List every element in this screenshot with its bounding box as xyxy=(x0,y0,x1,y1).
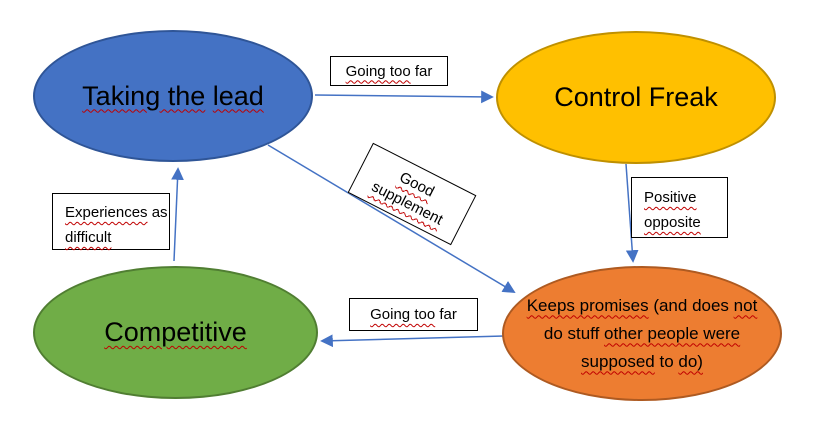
label-experiences-as-difficult-text: Experiences as difficult xyxy=(65,204,168,246)
arrow-competitive-to-taking-the-lead xyxy=(171,167,184,262)
arrow-taking-the-lead-to-keeps-promises xyxy=(267,144,516,293)
label-going-too-far-bottom: Going too far xyxy=(349,298,478,331)
label-positive-opposite-text: Positive opposite xyxy=(644,189,701,231)
node-keeps-promises-label: Keeps promises (and does not do stuff ot… xyxy=(526,295,758,371)
node-taking-the-lead-label: Taking the lead xyxy=(82,80,264,111)
node-taking-the-lead: Taking the lead xyxy=(33,30,313,162)
label-going-too-far-top-text: Going too far xyxy=(345,62,433,80)
node-control-freak: Control Freak xyxy=(496,31,776,164)
node-keeps-promises: Keeps promises (and does not do stuff ot… xyxy=(502,266,782,401)
node-control-freak-label: Control Freak xyxy=(554,82,718,112)
arrow-control-freak-to-keeps-promises xyxy=(625,163,639,263)
label-going-too-far-bottom-text: Going too far xyxy=(370,306,457,323)
node-competitive: Competitive xyxy=(33,266,318,399)
arrow-keeps-promises-to-competitive xyxy=(320,334,505,348)
label-going-too-far-top: Going too far xyxy=(330,56,448,86)
arrow-taking-the-lead-to-control-freak xyxy=(314,90,494,104)
label-positive-opposite: Positive opposite xyxy=(631,177,728,238)
label-experiences-as-difficult: Experiences as difficult xyxy=(52,193,170,250)
node-competitive-label: Competitive xyxy=(104,317,247,347)
